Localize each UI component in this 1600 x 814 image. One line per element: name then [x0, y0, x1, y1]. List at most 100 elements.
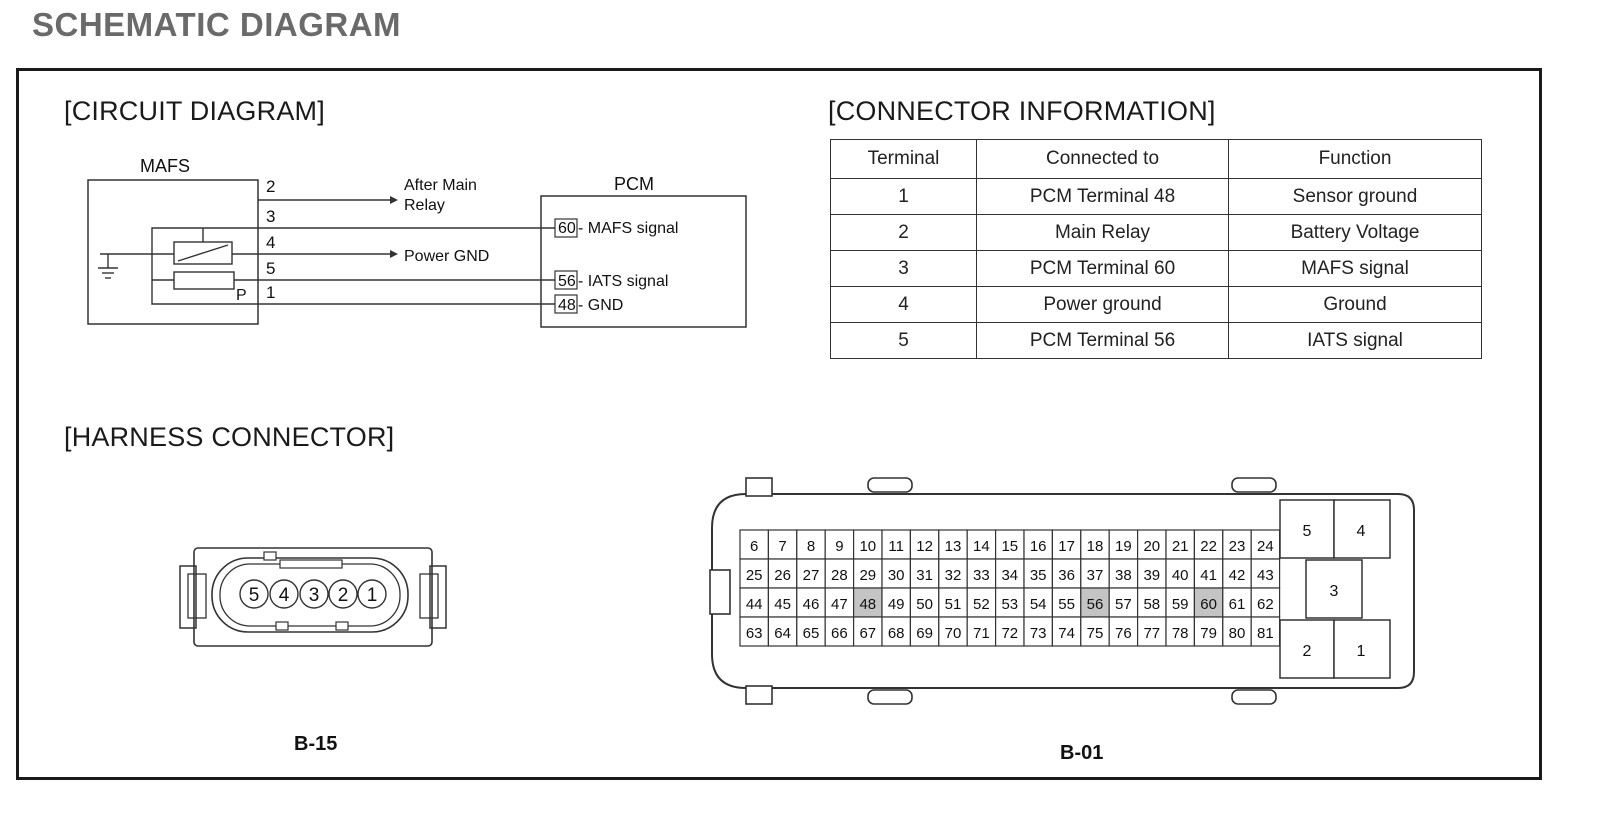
b01-pin-29: 29: [859, 567, 876, 584]
cell-terminal: 4: [830, 286, 977, 323]
b01-pin-cell: [1222, 529, 1252, 560]
table-row: 5 PCM Terminal 56 IATS signal: [830, 322, 1482, 359]
cell-terminal: 5: [830, 322, 977, 359]
b01-pin-44: 44: [746, 596, 763, 613]
b15-connector: 5 4 3 2 1: [179, 547, 447, 647]
b01-pin-17: 17: [1058, 538, 1075, 555]
b01-pin-10: 10: [859, 538, 876, 555]
cell-connected-to: PCM Terminal 56: [976, 322, 1229, 359]
b01-pin-cell: [1136, 558, 1167, 589]
cell-function: Sensor ground: [1228, 178, 1482, 215]
diagram-frame: [16, 68, 1542, 780]
b01-pin-65: 65: [803, 625, 820, 642]
b01-pin-20: 20: [1143, 538, 1160, 555]
cell-terminal: 3: [830, 250, 977, 287]
b15-pin-2: 2: [338, 585, 349, 606]
b01-pin-cell: [852, 558, 883, 589]
b01-pin-69: 69: [916, 625, 933, 642]
b01-pin-cell: [739, 529, 769, 560]
b01-pin-78: 78: [1172, 625, 1189, 642]
b01-pin-cell: [767, 616, 798, 647]
b01-pin-cell: [1108, 587, 1139, 618]
b01-pin-cell: [1136, 529, 1167, 560]
col-function: Function: [1228, 139, 1482, 179]
after-main-relay-label-1: After Main: [404, 177, 477, 194]
cell-function: IATS signal: [1228, 322, 1482, 359]
table-row: 3 PCM Terminal 60 MAFS signal: [830, 250, 1482, 287]
mafs-box: [87, 179, 259, 325]
b01-pin-32: 32: [945, 567, 962, 584]
pcm-label: PCM: [614, 174, 654, 194]
cell-function: Battery Voltage: [1228, 214, 1482, 251]
b01-pin-cell: [1193, 616, 1224, 647]
b01-pin-cell: [796, 587, 826, 618]
b01-pin-33: 33: [973, 567, 990, 584]
cell-connected-to: Power ground: [976, 286, 1229, 323]
b01-pin-6: 6: [750, 538, 758, 555]
b01-pin-24: 24: [1257, 538, 1274, 555]
b01-pin-39: 39: [1143, 567, 1160, 584]
pcm-pin-60-label: - MAFS signal: [578, 220, 678, 237]
b01-pin-cell: [1023, 587, 1053, 618]
b01-pin-cell: [739, 558, 769, 589]
cell-connected-to: Main Relay: [976, 214, 1229, 251]
b01-pin-38: 38: [1115, 567, 1132, 584]
b01-pin-31: 31: [916, 567, 933, 584]
mafs-label: MAFS: [140, 156, 190, 176]
cell-terminal: 1: [830, 178, 977, 215]
b01-pin-cell: [881, 616, 911, 647]
table-header-row: Terminal Connected to Function: [830, 139, 1482, 179]
b01-pin-cell: [1108, 529, 1139, 560]
b01-pin-76: 76: [1115, 625, 1132, 642]
b01-pin-25: 25: [746, 567, 763, 584]
b01-pin-12: 12: [916, 538, 933, 555]
b01-big-pin-5: 5: [1303, 523, 1312, 540]
b01-pin-cell: [1165, 616, 1195, 647]
b01-pin-51: 51: [945, 596, 962, 613]
b01-pin-52: 52: [973, 596, 990, 613]
pcm-pin-60: 60: [558, 220, 576, 237]
b01-pin-66: 66: [831, 625, 848, 642]
p-label: P: [236, 287, 247, 304]
b01-pin-26: 26: [774, 567, 791, 584]
b01-pin-14: 14: [973, 538, 990, 555]
b01-pin-8: 8: [807, 538, 815, 555]
pcm-pin-48-label: - GND: [578, 297, 623, 314]
b01-pin-41: 41: [1200, 567, 1217, 584]
b01-pin-34: 34: [1001, 567, 1018, 584]
b01-pin-81: 81: [1257, 625, 1274, 642]
b01-pin-77: 77: [1143, 625, 1160, 642]
b01-pin-23: 23: [1229, 538, 1246, 555]
pcm-pin-56-label: - IATS signal: [578, 273, 668, 290]
b01-pin-50: 50: [916, 596, 933, 613]
b01-pin-68: 68: [888, 625, 905, 642]
b01-pin-cell: [1193, 587, 1224, 618]
b01-pin-48: 48: [859, 596, 876, 613]
b01-pin-cell: [1023, 616, 1053, 647]
b01-pin-22: 22: [1200, 538, 1217, 555]
table-row: 2 Main Relay Battery Voltage: [830, 214, 1482, 251]
b01-pin-cell: [1136, 616, 1167, 647]
b01-pin-70: 70: [945, 625, 962, 642]
b01-pin-55: 55: [1058, 596, 1075, 613]
b01-pin-cell: [824, 587, 855, 618]
b15-pin-5: 5: [249, 585, 260, 606]
b15-pin-1: 1: [367, 585, 378, 606]
b01-pin-42: 42: [1229, 567, 1246, 584]
b01-pin-72: 72: [1001, 625, 1018, 642]
b01-pin-7: 7: [778, 538, 786, 555]
b01-pin-30: 30: [888, 567, 905, 584]
b01-pin-cell: [1165, 529, 1195, 560]
cell-connected-to: PCM Terminal 60: [976, 250, 1229, 287]
b01-big-pin-2: 2: [1303, 643, 1312, 660]
b01-pin-58: 58: [1143, 596, 1160, 613]
b01-pin-56: 56: [1087, 596, 1104, 613]
b01-pin-54: 54: [1030, 596, 1047, 613]
circuit-diagram-heading: [CIRCUIT DIAGRAM]: [64, 96, 325, 126]
b01-pin-36: 36: [1058, 567, 1075, 584]
b01-pin-15: 15: [1001, 538, 1018, 555]
b15-caption: B-15: [294, 733, 338, 755]
b01-pin-cell: [796, 616, 826, 647]
mafs-pin-1: 1: [266, 283, 275, 302]
b01-pin-49: 49: [888, 596, 905, 613]
